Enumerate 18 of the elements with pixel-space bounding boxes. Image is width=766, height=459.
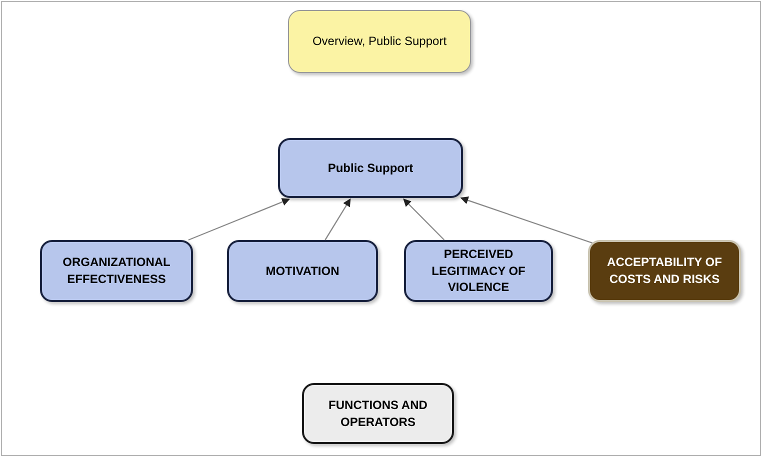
box-label: ORGANIZATIONAL EFFECTIVENESS [62, 254, 172, 288]
arrow [324, 198, 351, 240]
arrow [460, 196, 593, 244]
arrow [403, 198, 445, 240]
box-label: ACCEPTABILITY OF COSTS AND RISKS [606, 254, 723, 288]
rounded-box [302, 383, 454, 444]
rounded-box [588, 240, 741, 302]
rounded-box [404, 240, 553, 302]
rounded-box [288, 10, 471, 73]
box-label: FUNCTIONS AND OPERATORS [328, 396, 428, 430]
box-label: MOTIVATION [266, 262, 340, 280]
box-label: Overview, Public Support [312, 33, 447, 50]
rounded-box [227, 240, 378, 302]
rounded-box [40, 240, 193, 302]
arrow [188, 198, 290, 241]
box-label: PERCEIVED LEGITIMACY OF VIOLENCE [430, 246, 526, 296]
rounded-box [278, 138, 463, 198]
box-label: Public Support [328, 160, 414, 176]
